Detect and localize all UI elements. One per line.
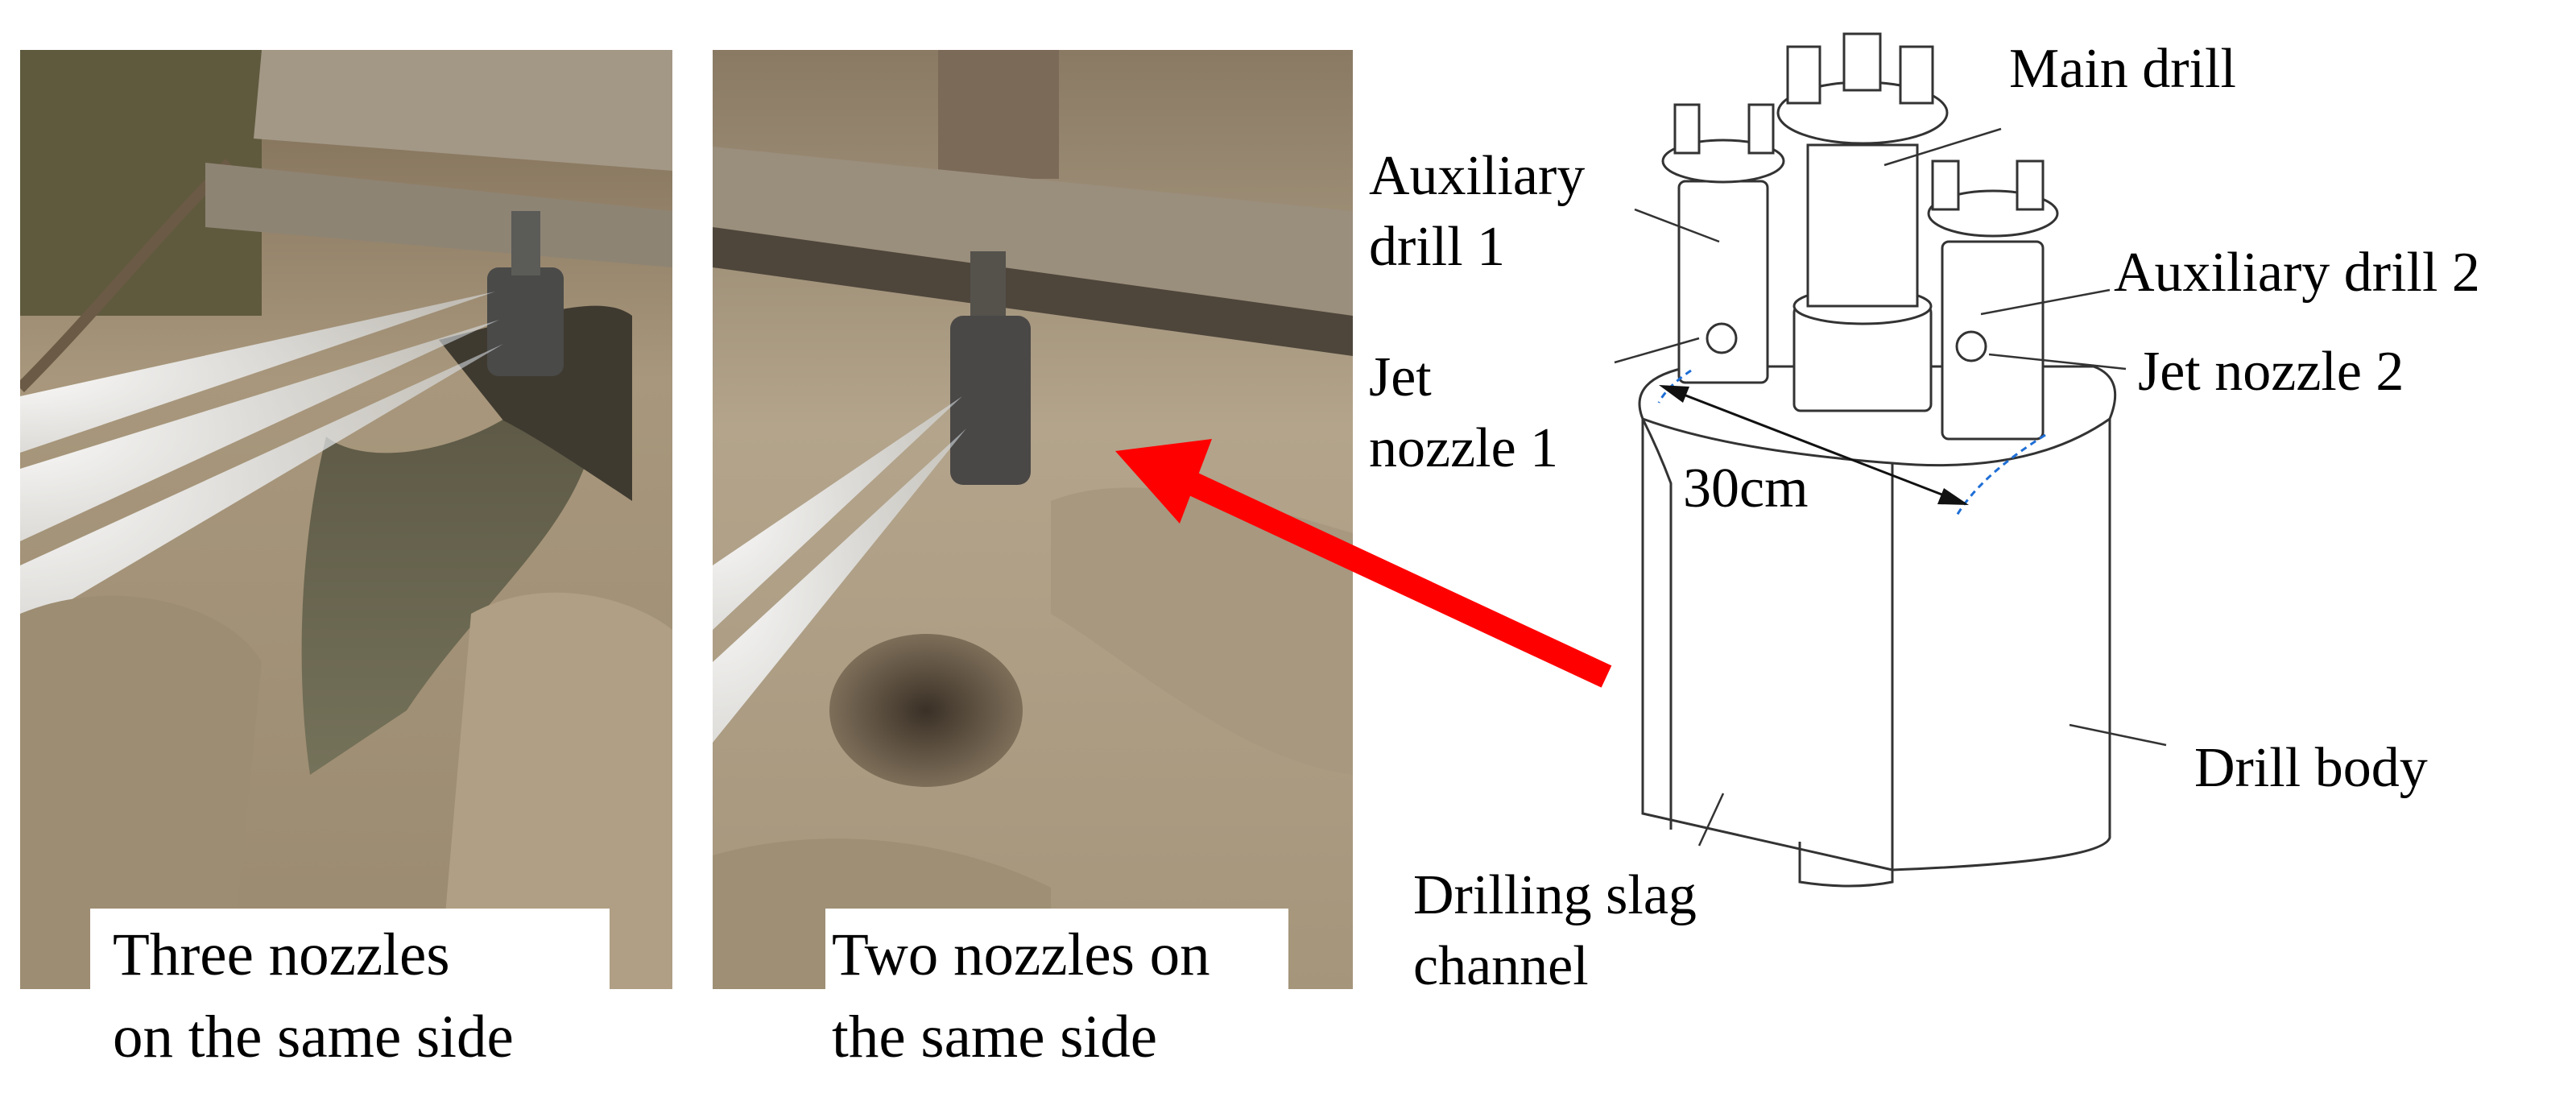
jet-spray-2	[713, 429, 966, 743]
soil-clod	[20, 595, 262, 989]
label-line: Jet	[1369, 346, 1432, 408]
aux1-tooth	[1673, 103, 1701, 155]
main-drill-cylinder-upper	[1806, 143, 1919, 308]
auxiliary-drill-2	[1927, 159, 2059, 441]
leader-aux-drill-1	[1634, 208, 1720, 243]
auxiliary-drill-1	[1661, 103, 1785, 384]
label-line: Auxiliary	[1369, 145, 1586, 207]
main-drill-tooth	[1899, 45, 1934, 105]
tree-branch	[20, 159, 234, 392]
caption-line: Two nozzles on	[832, 921, 1210, 988]
caption-three-nozzles: Three nozzles on the same side	[113, 914, 514, 1079]
main-drill	[1776, 32, 1949, 412]
dimension-arrowhead-left	[1659, 385, 1689, 403]
jet-nozzle-1-hole	[1706, 322, 1738, 354]
pointer-arrow-head	[1115, 439, 1212, 524]
leader-aux-drill-2	[1980, 288, 2111, 316]
bottom-stub	[1798, 842, 1894, 888]
pointer-arrow	[1115, 439, 1612, 688]
leader-slag-channel	[1697, 793, 1725, 847]
rig-column	[938, 50, 1059, 179]
drill-body-top-edge	[1642, 417, 2111, 467]
rig-frame	[254, 50, 672, 171]
rig-platform	[205, 163, 672, 267]
caption-two-nozzles: Two nozzles on the same side	[832, 914, 1210, 1079]
jet-spray-1	[713, 396, 962, 630]
dimension-guide-right	[1955, 433, 2046, 516]
leader-main-drill	[1883, 127, 2002, 167]
aux2-tooth	[2016, 159, 2045, 211]
dimension-line	[1662, 385, 1966, 505]
dimension-arrowhead-right	[1937, 488, 1969, 505]
main-drill-tooth	[1842, 32, 1882, 92]
drill-shaft	[511, 211, 540, 275]
jet-spray-2	[20, 320, 499, 541]
jet-spray-3	[20, 344, 503, 630]
caption-background	[825, 909, 1288, 1093]
leader-jet-nozzle-2	[1988, 353, 2127, 371]
label-line: drill 1	[1369, 216, 1506, 278]
label-drilling-slag-channel: Drilling slag channel	[1413, 860, 1697, 1002]
caption-background	[90, 909, 610, 1093]
pointer-arrow-shaft	[1186, 472, 1612, 688]
label-dimension: 30cm	[1683, 457, 1809, 520]
label-jet-nozzle-2: Jet nozzle 2	[2138, 341, 2404, 403]
label-jet-nozzle-1: Jet nozzle 1	[1369, 342, 1558, 484]
label-drill-body: Drill body	[2194, 737, 2428, 799]
label-line: channel	[1413, 935, 1589, 997]
caption-line: the same side	[832, 1004, 1158, 1070]
leader-drill-body	[2069, 723, 2167, 747]
label-main-drill: Main drill	[2009, 38, 2236, 100]
aux2-tooth	[1931, 159, 1960, 211]
soil-clod	[439, 592, 672, 989]
rig-platform	[713, 147, 1353, 316]
drill-body-outline	[1638, 365, 2117, 872]
leader-lines	[1614, 127, 2167, 847]
drill-body	[1638, 365, 2117, 888]
drill-head	[487, 267, 564, 376]
label-line: Drilling slag	[1413, 864, 1697, 926]
jet-spray-1	[20, 292, 495, 453]
leader-jet-nozzle-1	[1614, 337, 1700, 364]
drilling-slag-channel	[1641, 418, 1673, 830]
trench-water	[301, 396, 584, 775]
borehole	[829, 634, 1023, 787]
aux1-tooth	[1747, 103, 1775, 155]
caption-line: Three nozzles	[113, 921, 450, 988]
drill-head	[950, 316, 1031, 485]
main-drill-tooth	[1786, 45, 1821, 105]
photo-three-nozzles	[20, 50, 672, 989]
photo-three-nozzles-scene	[20, 50, 672, 989]
aux2-cylinder	[1941, 240, 2045, 441]
rig-shadow	[713, 227, 1353, 356]
jet-nozzle-2-hole	[1955, 330, 1987, 362]
label-line: nozzle 1	[1369, 417, 1559, 479]
label-auxiliary-drill-1: Auxiliary drill 1	[1369, 141, 1585, 283]
caption-line: on the same side	[113, 1004, 514, 1070]
soil-clod	[1051, 487, 1353, 775]
label-auxiliary-drill-2: Auxiliary drill 2	[2114, 242, 2480, 304]
